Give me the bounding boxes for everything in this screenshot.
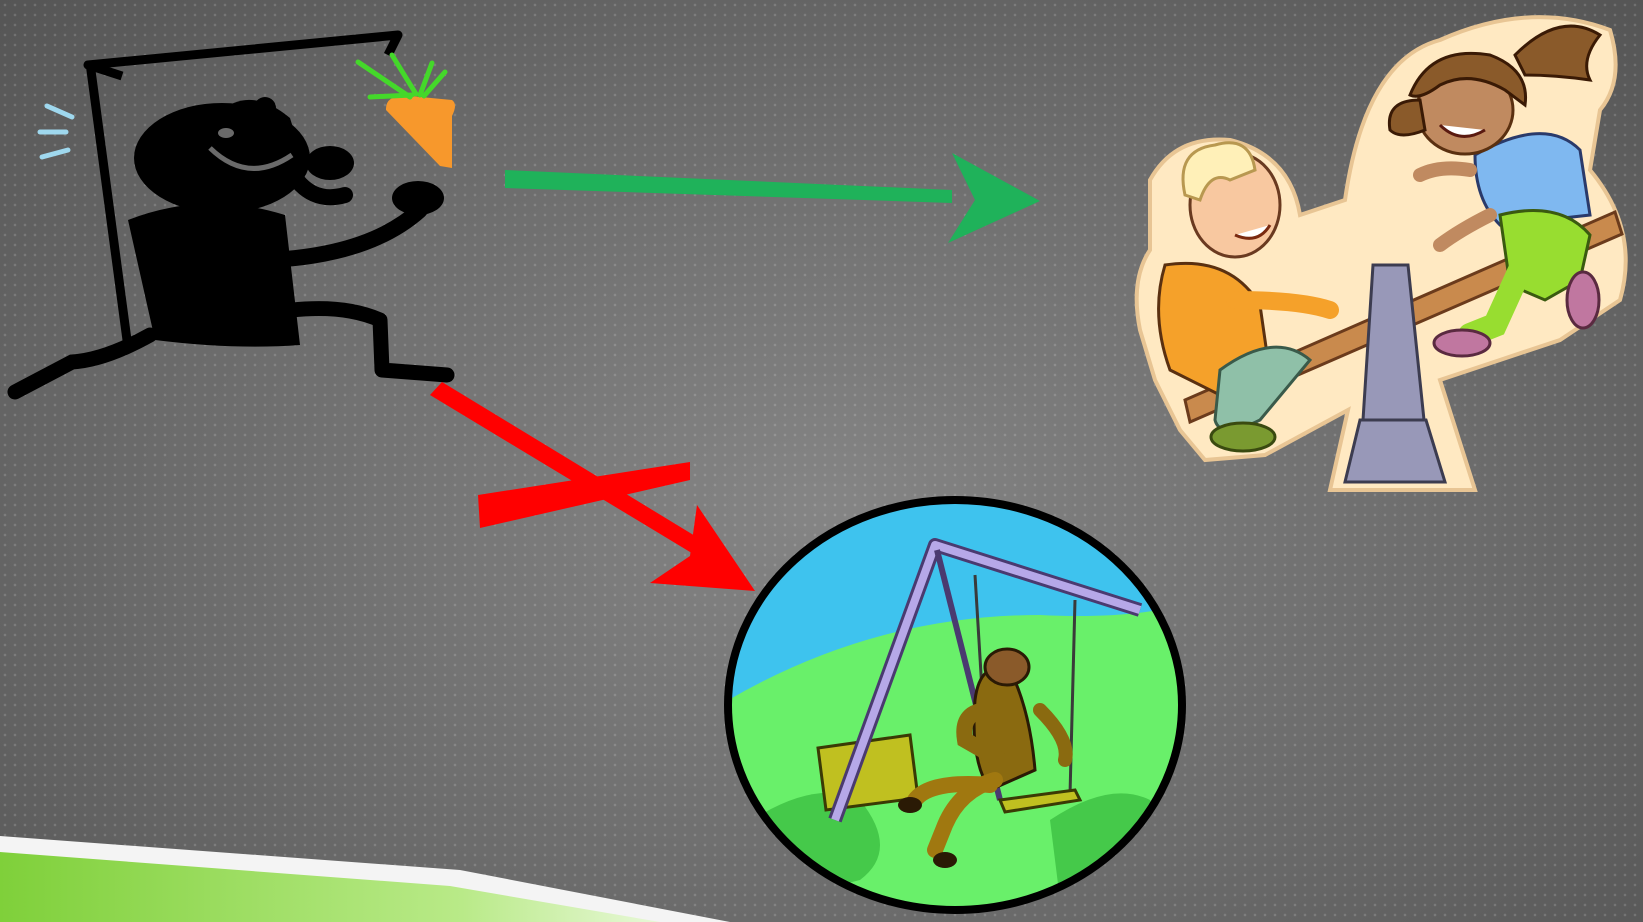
red-arrow-icon — [430, 382, 755, 591]
red-x-mark-icon — [478, 462, 690, 528]
children-on-seesaw-icon — [1134, 15, 1628, 492]
green-arrow-icon — [505, 153, 1040, 243]
man-alone-on-swing-icon — [724, 496, 1186, 914]
running-figure-chasing-carrot-icon — [7, 30, 455, 400]
motion-lines-icon — [37, 103, 75, 160]
carrot-icon — [355, 52, 455, 168]
accent-band — [0, 836, 730, 922]
